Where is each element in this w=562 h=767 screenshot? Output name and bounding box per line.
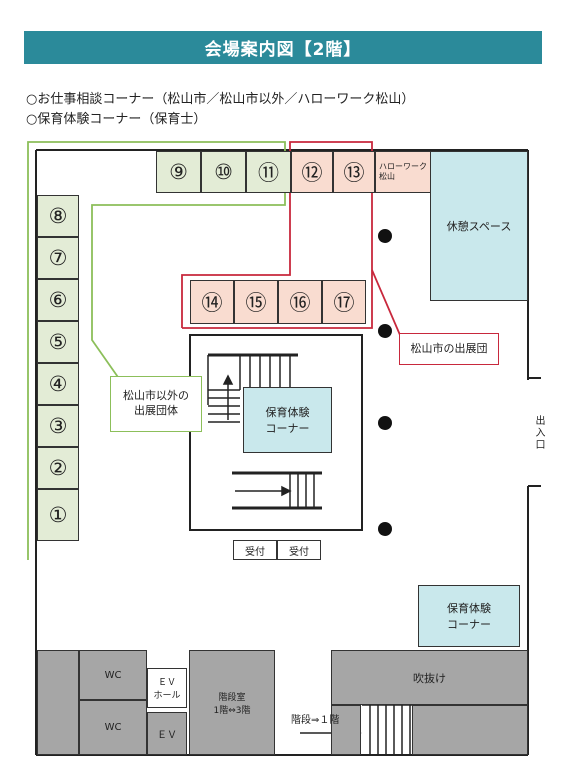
wc-top: WC bbox=[79, 650, 147, 700]
booth-8: ⑧ bbox=[37, 195, 79, 237]
booth-10: ⑩ bbox=[201, 151, 246, 193]
page-title: 会場案内図【2階】 bbox=[24, 31, 542, 64]
booth-5: ⑤ bbox=[37, 321, 79, 363]
booth-6: ⑥ bbox=[37, 279, 79, 321]
booth-3: ③ bbox=[37, 405, 79, 447]
pillar bbox=[378, 324, 392, 338]
childcare-corner-right: 保育体験 コーナー bbox=[418, 585, 520, 647]
pillar bbox=[378, 416, 392, 430]
elevator: ＥＶ bbox=[147, 712, 187, 755]
childcare-corner-center: 保育体験 コーナー bbox=[243, 387, 332, 453]
booth-7: ⑦ bbox=[37, 237, 79, 279]
service-area bbox=[37, 650, 79, 755]
booth-17: ⑰ bbox=[322, 280, 366, 324]
booth-14: ⑭ bbox=[190, 280, 234, 324]
booth-16: ⑯ bbox=[278, 280, 322, 324]
booth-15: ⑮ bbox=[234, 280, 278, 324]
legend-consultation: ○お仕事相談コーナー（松山市／松山市以外／ハローワーク松山） bbox=[26, 92, 415, 107]
entrance-label: 出入口 bbox=[533, 415, 544, 451]
pillar bbox=[378, 522, 392, 536]
booth-11: ⑪ bbox=[246, 151, 291, 193]
booth-13: ⑬ bbox=[333, 151, 375, 193]
booth-2: ② bbox=[37, 447, 79, 489]
booth-hellowork: ハローワーク 松山 bbox=[375, 151, 431, 193]
atrium-wall bbox=[412, 705, 528, 755]
stairs-to-1f-label: 階段⇒１階 bbox=[291, 715, 340, 726]
reception-desk: 受付 bbox=[233, 540, 277, 560]
reception-desk: 受付 bbox=[277, 540, 321, 560]
ev-hall: ＥＶ ホール bbox=[147, 668, 187, 708]
booth-9: ⑨ bbox=[156, 151, 201, 193]
atrium: 吹抜け bbox=[331, 650, 528, 705]
matsuyama-exhibitors-callout: 松山市の出展団 bbox=[399, 333, 499, 365]
booth-1: ① bbox=[37, 489, 79, 541]
stair-room: 階段室 1階⇔3階 bbox=[189, 650, 275, 755]
wc-bottom: WC bbox=[79, 700, 147, 755]
pillar bbox=[378, 229, 392, 243]
booth-4: ④ bbox=[37, 363, 79, 405]
legend-childcare: ○保育体験コーナー（保育士） bbox=[26, 112, 207, 127]
booth-12: ⑫ bbox=[291, 151, 333, 193]
outside-exhibitors-callout: 松山市以外の 出展団体 bbox=[110, 376, 202, 432]
rest-space: 休憩スペース bbox=[430, 151, 528, 301]
atrium-wall bbox=[331, 705, 361, 755]
